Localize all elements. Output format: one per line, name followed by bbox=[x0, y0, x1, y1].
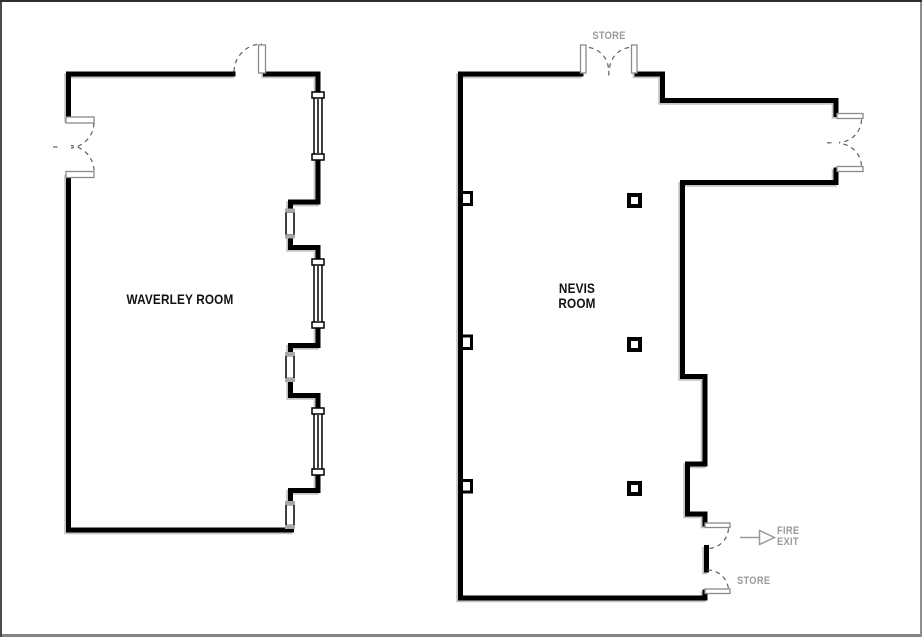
nevis-columns bbox=[627, 193, 642, 496]
door-leaves bbox=[65, 44, 864, 595]
double-door-icon bbox=[65, 116, 95, 124]
waverley-room-label: WAVERLEY ROOM bbox=[126, 291, 234, 307]
nevis-room-label: NEVIS ROOM bbox=[543, 281, 610, 311]
swing-arc bbox=[838, 142, 863, 166]
double-door-icon bbox=[65, 170, 95, 179]
single-door-icon bbox=[704, 588, 731, 595]
double-door-icon bbox=[836, 165, 864, 173]
nevis-pilasters bbox=[462, 191, 473, 494]
single-door-icon bbox=[704, 522, 731, 529]
fire-exit-label: FIRE EXIT bbox=[777, 526, 799, 548]
window-icon bbox=[311, 258, 325, 329]
swing-arc bbox=[608, 46, 630, 70]
waverley-windows bbox=[285, 91, 325, 529]
nevis-room-label-line2: ROOM bbox=[558, 295, 596, 311]
column-icon bbox=[627, 337, 642, 352]
column-icon bbox=[627, 193, 642, 208]
column-icon bbox=[627, 481, 642, 496]
walls bbox=[69, 74, 837, 598]
swing-arc bbox=[588, 46, 610, 70]
wall-shadow bbox=[67, 76, 835, 600]
double-door-icon bbox=[836, 112, 864, 120]
store-bottom-label: STORE bbox=[737, 575, 771, 587]
double-door-icon bbox=[579, 44, 587, 74]
swing-arc bbox=[233, 43, 263, 72]
window-icon bbox=[311, 407, 325, 476]
store-top-label: STORE bbox=[592, 30, 626, 42]
single-door-icon bbox=[257, 44, 267, 74]
pilaster-icon bbox=[462, 479, 473, 494]
fire-exit-arrow-icon bbox=[740, 529, 777, 546]
window-icon bbox=[285, 352, 295, 382]
pilaster-icon bbox=[462, 334, 473, 350]
window-icon bbox=[285, 501, 295, 529]
fire-exit-label-line1: FIRE bbox=[777, 525, 800, 537]
fire-exit-label-line2: EXIT bbox=[777, 536, 799, 548]
swing-arc bbox=[70, 122, 95, 149]
pilaster-icon bbox=[462, 191, 473, 206]
door-swing-arcs bbox=[53, 43, 863, 590]
swing-arc bbox=[707, 528, 730, 550]
window-icon bbox=[285, 208, 295, 239]
double-door-icon bbox=[630, 44, 638, 74]
swing-arc bbox=[707, 569, 730, 590]
nevis-room-label-line1: NEVIS bbox=[558, 280, 596, 296]
window-icon bbox=[311, 91, 325, 161]
swing-arc bbox=[838, 119, 863, 144]
swing-arc bbox=[70, 144, 95, 171]
